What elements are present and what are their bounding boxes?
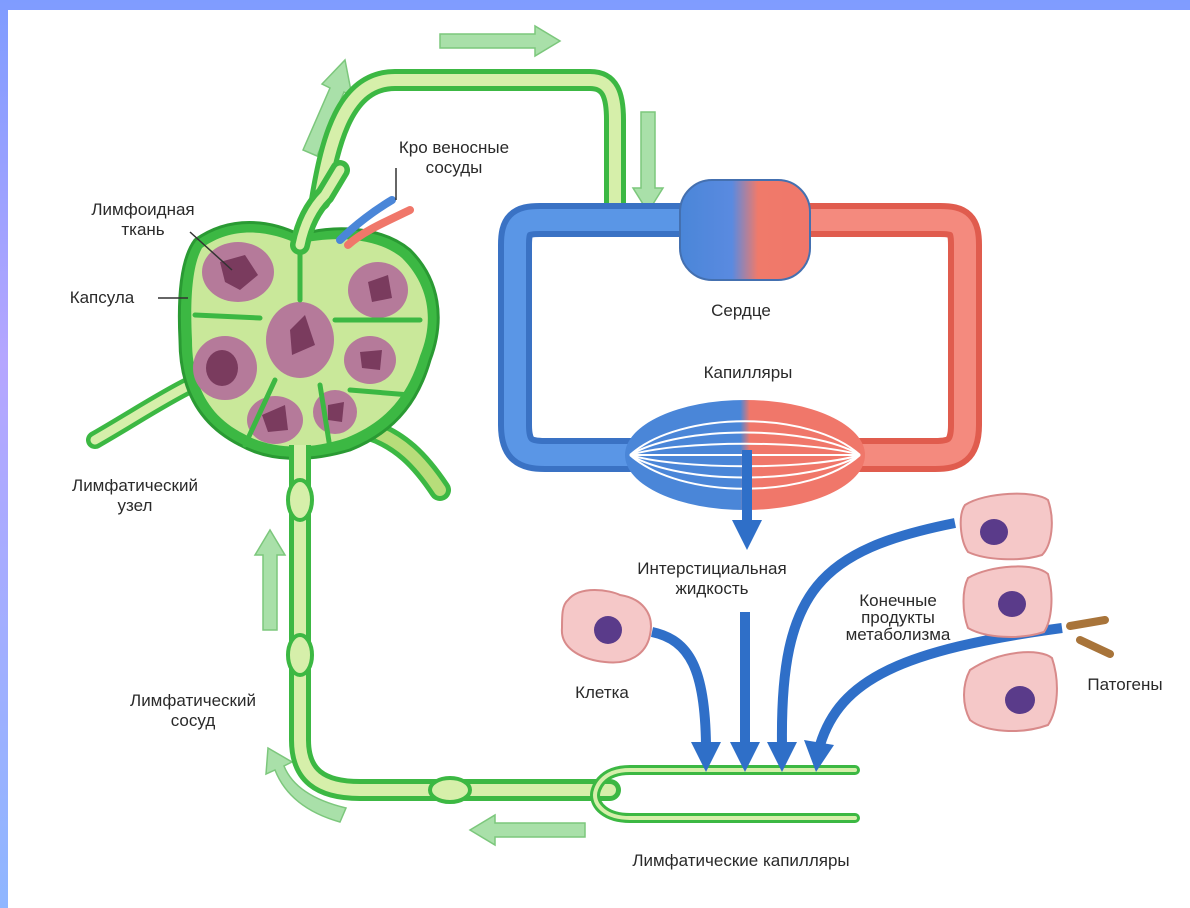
lymphatic-system-diagram: Кро веносные сосуды Лимфоидная ткань Кап… bbox=[8, 10, 1190, 908]
label-blood-vessels-2: сосуды bbox=[426, 158, 483, 177]
label-capillaries: Капилляры bbox=[704, 363, 793, 382]
label-interstitial-1: Интерстициальная bbox=[637, 559, 786, 578]
label-lymph-capillaries: Лимфатические капилляры bbox=[632, 851, 849, 870]
cells bbox=[562, 494, 1057, 731]
cell-right-top bbox=[961, 494, 1052, 560]
label-pathogens: Патогены bbox=[1087, 675, 1162, 694]
flow-arrow-down-heart bbox=[633, 112, 663, 212]
label-node-1: Лимфатический bbox=[72, 476, 198, 495]
label-lymphoid-2: ткань bbox=[121, 220, 164, 239]
label-vessel-1: Лимфатический bbox=[130, 691, 256, 710]
pathogens bbox=[1070, 620, 1110, 654]
cell-left bbox=[562, 590, 651, 663]
diagram-canvas: Кро веносные сосуды Лимфоидная ткань Кап… bbox=[8, 10, 1190, 908]
label-interstitial-2: жидкость bbox=[675, 579, 748, 598]
arrow-cell-down bbox=[652, 632, 706, 745]
lymph-capillaries bbox=[595, 770, 855, 818]
cell-right-mid bbox=[964, 566, 1052, 636]
label-blood-vessels-1: Кро веносные bbox=[399, 138, 509, 157]
label-node-2: узел bbox=[118, 496, 153, 515]
label-vessel-2: сосуд bbox=[171, 711, 216, 730]
label-heart: Сердце bbox=[711, 301, 771, 320]
label-cell: Клетка bbox=[575, 683, 629, 702]
label-lymphoid-1: Лимфоидная bbox=[91, 200, 194, 219]
label-metabolism-3: метаболизма bbox=[846, 625, 951, 644]
flow-arrow-up-vessel bbox=[255, 530, 285, 630]
flow-arrow-bottom-left bbox=[470, 815, 585, 845]
heart bbox=[680, 180, 810, 280]
cell-right-bottom bbox=[964, 652, 1057, 731]
label-capsule: Капсула bbox=[70, 288, 135, 307]
flow-arrow-top bbox=[440, 26, 560, 56]
